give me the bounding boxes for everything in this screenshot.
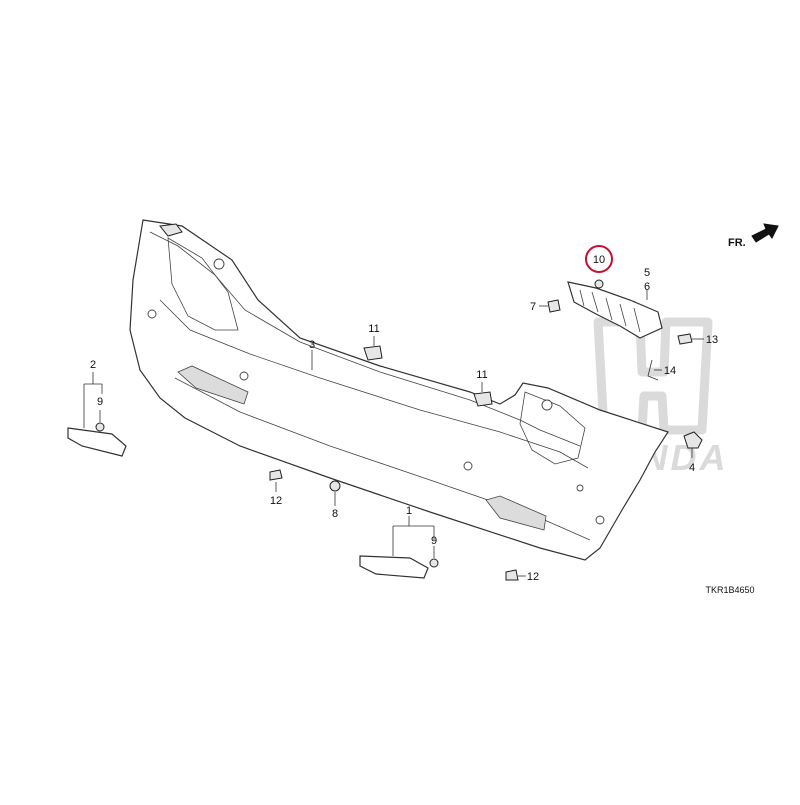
screw-10 — [594, 279, 604, 289]
clip-11-left — [363, 345, 383, 361]
callout-6: 6 — [644, 281, 650, 293]
fastener-9-right — [429, 558, 439, 568]
sensor-hole-3 — [239, 371, 249, 381]
callout-13: 13 — [706, 334, 718, 346]
callout-labels: 1 2 3 4 5 6 7 8 9 9 10 11 11 12 12 13 14 — [90, 245, 718, 583]
bumper-skirt-line — [174, 377, 591, 541]
bracket-ribs — [579, 289, 641, 333]
clip-12-right — [505, 569, 519, 581]
fasteners — [95, 279, 703, 581]
bumper-lower-crease — [159, 299, 589, 469]
reflector-recess-right — [485, 495, 547, 531]
bumper-top-tab — [159, 223, 183, 237]
bumper-inner-pocket-left — [167, 237, 239, 331]
bumper-upper-crease — [149, 231, 581, 447]
callout-1: 1 — [406, 505, 412, 517]
callout-4: 4 — [689, 462, 695, 474]
leader-1 — [392, 516, 435, 556]
callout-12b: 12 — [527, 571, 539, 583]
callout-12a: 12 — [270, 495, 282, 507]
nut-4 — [683, 431, 703, 449]
bumper-outline — [129, 219, 669, 561]
callout-9a: 9 — [97, 396, 103, 408]
wire-clip-14 — [647, 359, 659, 381]
front-direction-indicator: FR. — [728, 223, 779, 249]
sensor-hole-4 — [463, 461, 473, 471]
direction-label: FR. — [728, 237, 746, 249]
highlight-ring-10 — [585, 245, 613, 273]
callout-7: 7 — [530, 301, 536, 313]
callout-11a: 11 — [368, 323, 379, 335]
callout-2: 2 — [90, 359, 96, 371]
fastener-8 — [329, 480, 341, 492]
callout-8: 8 — [332, 508, 338, 520]
reflector-left — [67, 427, 127, 457]
bracket-body — [567, 281, 663, 339]
reflector-right — [359, 555, 429, 579]
callout-14: 14 — [664, 365, 676, 377]
sensor-hole-7 — [576, 484, 584, 492]
leader-lines — [83, 290, 704, 577]
callout-5: 5 — [644, 267, 650, 279]
callout-11b: 11 — [476, 369, 487, 381]
sensor-hole-6 — [595, 515, 605, 525]
leader-2 — [83, 372, 103, 428]
sensor-hole-1 — [213, 258, 225, 270]
callout-3: 3 — [309, 339, 315, 351]
sensor-hole-2 — [147, 309, 157, 319]
screw-7 — [547, 299, 561, 313]
fastener-9-left — [95, 422, 105, 432]
callout-10: 10 — [593, 254, 605, 266]
side-spacer-bracket — [567, 281, 663, 339]
screw-13 — [677, 333, 693, 345]
diagram-code: TKR1B4650 — [705, 585, 754, 595]
clip-11-right — [473, 391, 493, 407]
direction-arrow-icon — [751, 223, 779, 243]
clip-12-left — [269, 469, 283, 481]
bumper-inner-pocket-right — [519, 391, 586, 465]
callout-9b: 9 — [431, 535, 437, 547]
rear-bumper-cover — [129, 219, 669, 561]
sensor-hole-5 — [541, 399, 553, 411]
reflector-recess-left — [177, 365, 249, 405]
